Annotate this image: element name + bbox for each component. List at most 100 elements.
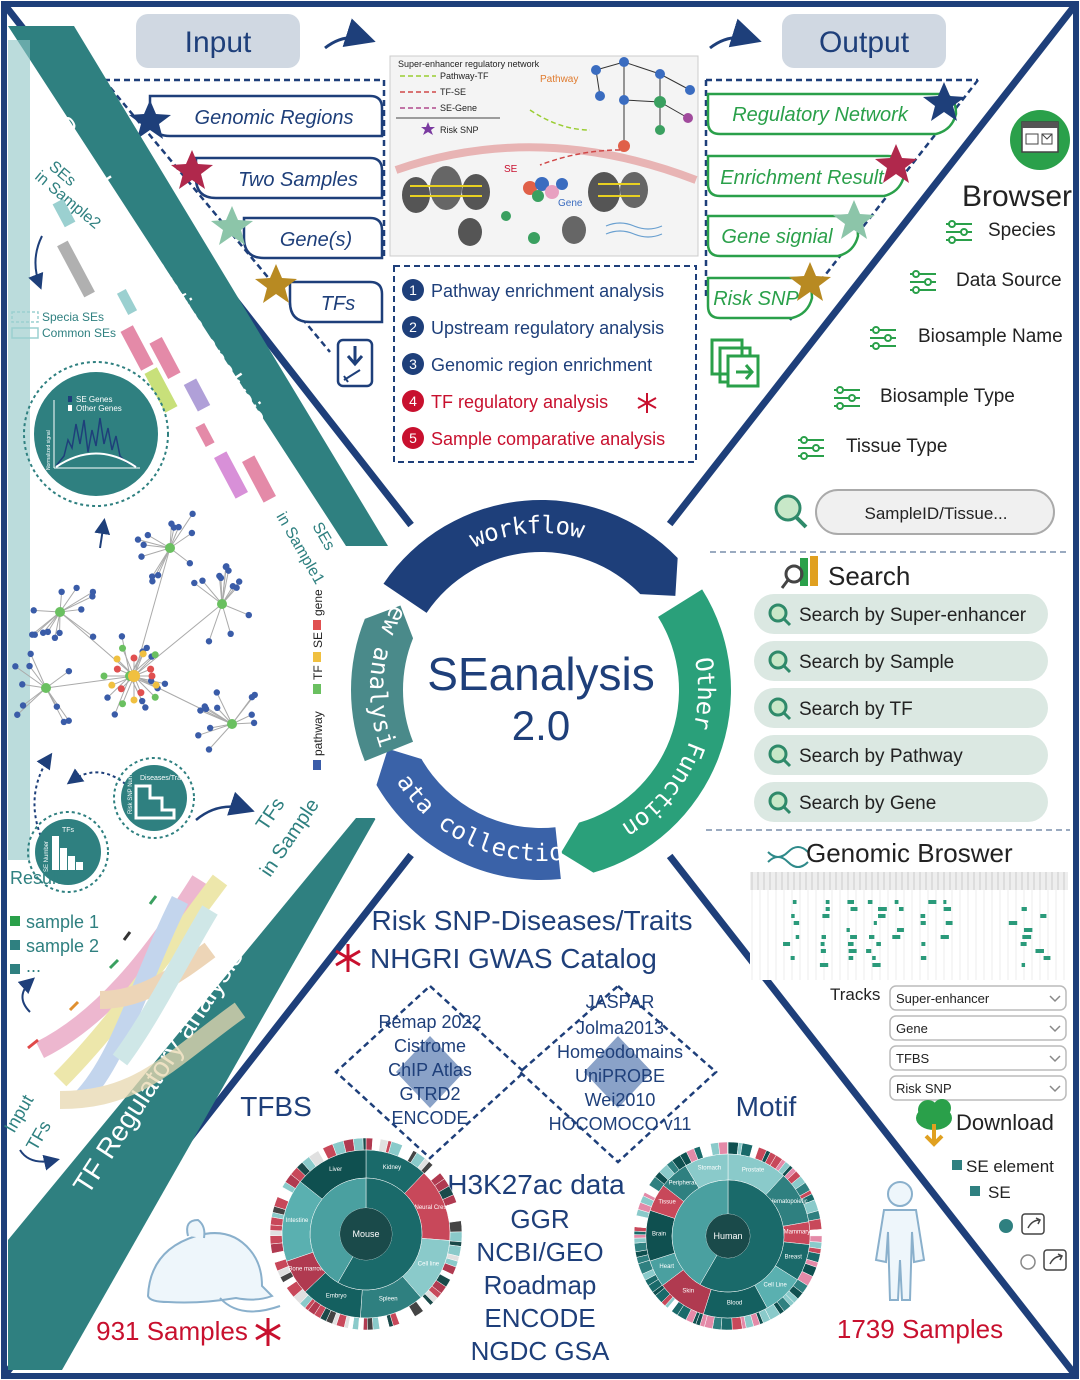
track-select[interactable]: Risk SNP	[889, 1075, 1067, 1101]
network-node	[60, 718, 68, 726]
track-select-value: Risk SNP	[896, 1081, 952, 1096]
network-node	[147, 665, 155, 673]
search-button[interactable]: Search by Gene	[754, 782, 1048, 822]
checkbox-icon	[970, 1186, 980, 1196]
network-node	[14, 711, 21, 718]
filter-item[interactable]: Biosample Name	[870, 326, 1063, 350]
network-node	[149, 578, 156, 585]
svg-text:SE Number: SE Number	[44, 841, 50, 872]
network-node	[248, 711, 255, 718]
analysis-list-box	[393, 265, 697, 463]
network-node	[113, 655, 121, 663]
input-item-tfs: TFs	[255, 264, 384, 324]
sunburst-outer-slice	[365, 1137, 374, 1151]
asterisk-icon	[255, 1318, 281, 1346]
network-node	[138, 697, 146, 705]
motif-source: HOCOMOCO v11	[549, 1114, 692, 1134]
sliders-icon	[798, 436, 824, 460]
svg-text:TF: TF	[311, 665, 325, 680]
analysis-number: 4	[409, 393, 417, 409]
svg-text:Super-enhancer regulatory netw: Super-enhancer regulatory network	[398, 59, 540, 69]
filter-item[interactable]: Tissue Type	[798, 436, 947, 460]
output-badge	[782, 14, 946, 68]
svg-text:SE Genes: SE Genes	[76, 395, 112, 404]
search-button[interactable]: Search by Pathway	[754, 735, 1048, 775]
analysis-label: TF regulatory analysis	[431, 392, 608, 412]
network-node	[78, 606, 85, 613]
network-node	[186, 560, 194, 567]
analysis-item: 4 TF regulatory analysis	[402, 390, 608, 412]
network-node	[118, 633, 126, 640]
analysis-number: 1	[409, 282, 417, 298]
svg-text:Gene signial: Gene signial	[721, 226, 833, 248]
search-button[interactable]: Search by Sample	[754, 641, 1048, 681]
network-node	[89, 593, 96, 600]
motif-sources: JASPARJolma2013HomeodomainsUniPROBEWei20…	[549, 992, 692, 1134]
tfbs-source: GTRD2	[399, 1084, 460, 1104]
sunburst-slice-label: Cell line	[418, 1262, 440, 1268]
star-icon	[923, 82, 965, 121]
sunburst-slice-label: Stomach	[698, 1166, 722, 1172]
center-title-1: SEanalysis	[427, 648, 655, 700]
regulatory-network-schematic: Super-enhancer regulatory network Pathwa…	[389, 55, 699, 257]
svg-text:SE element: SE element	[966, 1157, 1054, 1176]
search-button[interactable]: Search by Super-enhancer	[754, 594, 1048, 634]
svg-text:SE: SE	[504, 164, 518, 175]
network-node	[130, 654, 138, 662]
network-node	[201, 703, 208, 710]
filter-item[interactable]: Species	[946, 220, 1056, 244]
track-select-value: TFBS	[896, 1051, 930, 1066]
sunburst-slice-label: Blood	[727, 1301, 742, 1307]
track-select[interactable]: TFBS	[889, 1045, 1067, 1071]
search-input[interactable]: SampleID/Tissue...	[865, 504, 1008, 523]
genome-browser-title: Genomic Broswer	[806, 838, 1013, 868]
network-node	[191, 579, 198, 587]
chevron-down-icon	[1049, 1085, 1061, 1093]
svg-text:Result:: Result:	[10, 868, 66, 888]
search-button-label: Search by Gene	[799, 793, 936, 814]
network-node	[117, 685, 125, 693]
tf-regulatory-band	[8, 818, 376, 1370]
sunburst-slice-label: Intestine	[286, 1218, 309, 1224]
sunburst-outer-slice	[633, 1234, 647, 1239]
motif-source: Homeodomains	[557, 1042, 683, 1062]
network-node	[58, 588, 65, 596]
human-icon	[874, 1181, 926, 1301]
filter-item[interactable]: Biosample Type	[834, 386, 1015, 410]
analysis-number: 3	[409, 356, 417, 372]
network-node	[19, 702, 27, 709]
mouse-sample-count: 931 Samples	[96, 1316, 248, 1346]
network-node-legend: pathway TF SE gene	[311, 589, 325, 770]
search-title: Search	[828, 561, 910, 591]
motif-diamond-core	[584, 1036, 652, 1108]
chevron-down-icon	[1049, 995, 1061, 1003]
sunburst-slice-label: Neural Crest	[415, 1205, 449, 1211]
se-signal-plot: SE Genes Other Genes Normalized signal	[23, 361, 169, 507]
network-node	[142, 704, 149, 711]
tfbs-diamond-core	[396, 1036, 464, 1108]
sample-comparative-band	[8, 26, 388, 546]
sunburst-outer-slice	[720, 1317, 733, 1331]
filter-item[interactable]: Data Source	[910, 270, 1062, 294]
track-select[interactable]: Gene	[889, 1015, 1067, 1041]
input-tfs-label-2: TFs	[22, 1117, 55, 1154]
dna-icon	[767, 846, 809, 868]
network-node	[223, 563, 230, 570]
search-icon-books	[780, 556, 818, 589]
center-title-2: 2.0	[512, 702, 570, 749]
track-select[interactable]: Super-enhancer	[889, 985, 1067, 1011]
network-node	[53, 703, 61, 710]
search-button[interactable]: Search by TF	[754, 688, 1048, 728]
browser-search[interactable]: SampleID/Tissue...	[774, 489, 1055, 535]
network-node	[189, 510, 196, 518]
h3k27ac-source: GGR	[510, 1204, 569, 1234]
sunburst-inner-slice	[699, 1179, 785, 1293]
sliders-icon	[834, 386, 860, 410]
ring-data-collection	[376, 748, 561, 880]
sunburst-outer-slice	[727, 1141, 729, 1155]
sunburst-outer-slice	[352, 1137, 364, 1152]
network-node	[27, 650, 34, 658]
ses-legend: Specia SEs Common SEs	[11, 310, 116, 340]
